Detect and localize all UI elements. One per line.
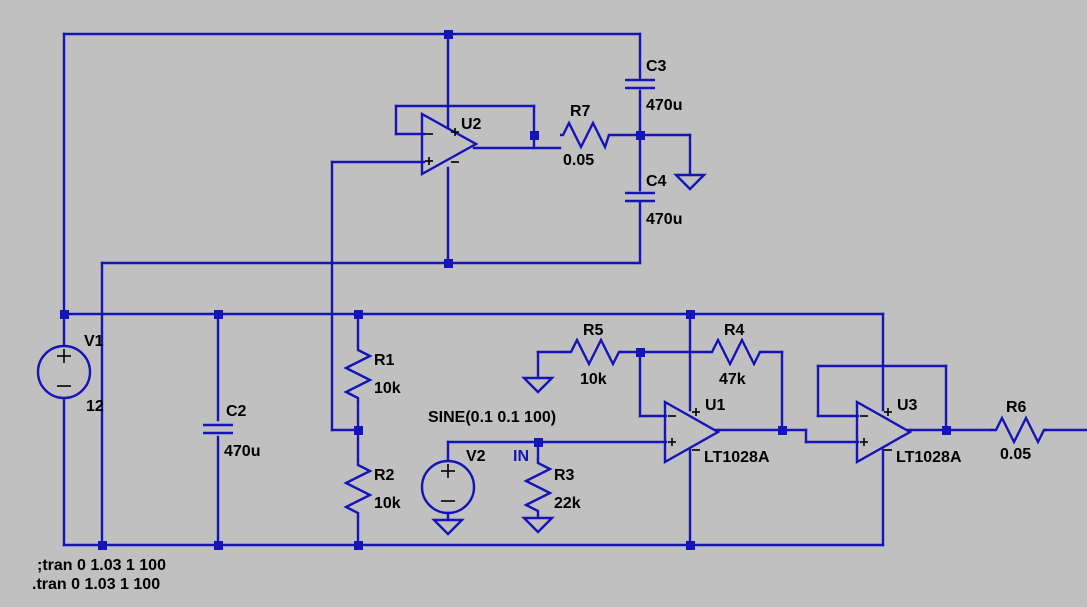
ground-symbol (431, 518, 465, 536)
c2-ref-label: C2 (226, 403, 247, 420)
u2-ref-label: U2 (461, 116, 482, 133)
in-net-label: IN (513, 448, 529, 465)
wires (62, 32, 1087, 547)
ground-symbol (673, 173, 707, 191)
junction-dot (636, 348, 645, 357)
tran-directive-active[interactable]: .tran 0 1.03 1 100 (32, 576, 160, 593)
u3-ref-label: U3 (897, 397, 918, 414)
u3-opamp[interactable]: U3 LT1028A (855, 397, 962, 466)
r4-value-label: 47k (719, 371, 746, 388)
junction-dot (354, 426, 363, 435)
r7-resistor[interactable]: R7 0.05 (560, 103, 611, 169)
c3-capacitor[interactable]: C3 470u (625, 58, 682, 114)
c4-ref-label: C4 (646, 173, 667, 190)
r2-value-label: 10k (374, 495, 401, 512)
u3-value-label: LT1028A (896, 449, 962, 466)
ground-symbol (521, 376, 555, 394)
v2-ref-label: V2 (466, 448, 486, 465)
r1-ref-label: R1 (374, 352, 395, 369)
junction-dot (214, 541, 223, 550)
c2-capacitor[interactable]: C2 470u (203, 403, 260, 460)
junction-dot (686, 541, 695, 550)
r5-value-label: 10k (580, 371, 607, 388)
r5-resistor[interactable]: R5 10k (565, 322, 622, 388)
junction-dots (60, 30, 951, 550)
r2-ref-label: R2 (374, 467, 395, 484)
r7-value-label: 0.05 (563, 152, 594, 169)
v1-ref-label: V1 (84, 333, 104, 350)
r3-value-label: 22k (554, 495, 581, 512)
r6-ref-label: R6 (1006, 399, 1027, 416)
tran-directive-commented[interactable]: ;tran 0 1.03 1 100 (37, 557, 166, 574)
u2-opamp[interactable]: U2 (420, 111, 482, 177)
junction-dot (534, 438, 543, 447)
junction-dot (98, 541, 107, 550)
junction-dot (778, 426, 787, 435)
r2-resistor[interactable]: R2 10k (343, 460, 401, 517)
r4-ref-label: R4 (724, 322, 745, 339)
c3-ref-label: C3 (646, 58, 667, 75)
junction-dot (354, 310, 363, 319)
r1-resistor[interactable]: R1 10k (343, 345, 401, 402)
v1-value-label: 12 (86, 398, 104, 415)
r6-value-label: 0.05 (1000, 446, 1031, 463)
r3-resistor[interactable]: R3 22k (523, 458, 581, 518)
u1-value-label: LT1028A (704, 449, 770, 466)
v1-voltage-source[interactable]: V1 12 (36, 333, 104, 415)
r6-resistor[interactable]: R6 0.05 (990, 399, 1046, 463)
junction-dot (60, 310, 69, 319)
junction-dot (686, 310, 695, 319)
junction-dot (636, 131, 645, 140)
junction-dot (354, 541, 363, 550)
u1-ref-label: U1 (705, 397, 726, 414)
r3-ref-label: R3 (554, 467, 575, 484)
r5-ref-label: R5 (583, 322, 604, 339)
junction-dot (444, 30, 453, 39)
junction-dot (530, 131, 539, 140)
c2-value-label: 470u (224, 443, 260, 460)
c4-capacitor[interactable]: C4 470u (625, 173, 682, 228)
r1-value-label: 10k (374, 380, 401, 397)
junction-dot (942, 426, 951, 435)
u1-opamp[interactable]: U1 LT1028A (663, 397, 770, 466)
c4-value-label: 470u (646, 211, 682, 228)
r4-resistor[interactable]: R4 47k (706, 322, 762, 388)
junction-dot (214, 310, 223, 319)
r7-ref-label: R7 (570, 103, 591, 120)
junction-dot (444, 259, 453, 268)
v2-voltage-source[interactable]: V2 SINE(0.1 0.1 100) (420, 409, 556, 522)
ground-symbol (521, 516, 555, 534)
v2-value-label: SINE(0.1 0.1 100) (428, 409, 556, 426)
c3-value-label: 470u (646, 97, 682, 114)
